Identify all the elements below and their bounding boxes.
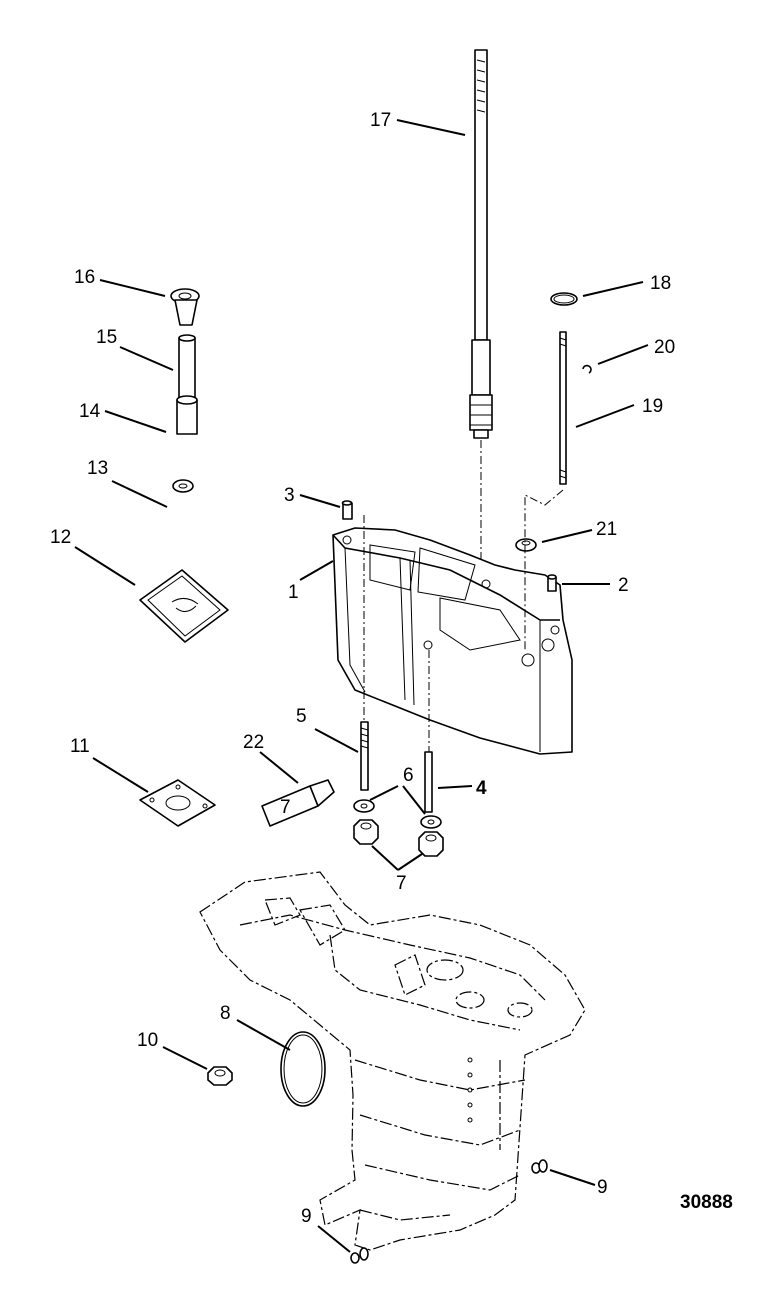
callout-13: 13 xyxy=(87,458,108,479)
callout-19: 19 xyxy=(642,396,663,417)
stud-4 xyxy=(424,751,433,813)
leader-3 xyxy=(299,494,341,508)
shift-shaft-bushing xyxy=(515,538,537,552)
washer-left xyxy=(353,799,375,813)
callout-8: 8 xyxy=(220,1003,231,1024)
callout-20: 20 xyxy=(654,337,675,358)
leader-16 xyxy=(99,279,166,297)
nut-right xyxy=(418,831,444,857)
leader-6a xyxy=(369,785,399,801)
water-tube-bushing xyxy=(176,395,198,435)
leader-7b xyxy=(397,853,423,871)
leader-21 xyxy=(541,529,593,543)
leader-1 xyxy=(299,560,334,581)
leader-7a xyxy=(371,845,399,871)
nut-left xyxy=(353,819,379,845)
callouts: 17 16 15 14 13 12 3 1 18 20 19 21 2 5 22… xyxy=(50,110,675,1227)
leader-20 xyxy=(597,344,649,365)
callout-17: 17 xyxy=(370,110,391,131)
gasket xyxy=(139,779,216,827)
drain-plug-bottom xyxy=(350,1247,369,1264)
shift-shaft-oring xyxy=(550,292,578,306)
leader-4 xyxy=(437,785,473,789)
leader-18 xyxy=(582,281,644,297)
leader-12 xyxy=(74,546,136,586)
leader-17 xyxy=(396,119,466,136)
callout-2: 2 xyxy=(618,575,629,596)
water-tube-seal xyxy=(170,288,200,326)
callout-9-right: 9 xyxy=(597,1177,608,1198)
leader-13 xyxy=(111,480,168,508)
leader-19 xyxy=(575,404,635,428)
stud-5 xyxy=(360,721,369,791)
sealant-tube-label: 7 xyxy=(280,797,291,818)
o-ring xyxy=(280,1031,326,1107)
leader-11 xyxy=(92,757,149,793)
drawing-number: 30888 xyxy=(680,1192,733,1213)
leader-15 xyxy=(119,346,174,371)
driveshaft-housing xyxy=(332,527,573,755)
leader-10 xyxy=(162,1046,208,1070)
callout-22: 22 xyxy=(243,732,264,753)
locknut xyxy=(207,1066,233,1086)
sealant-tube: 7 xyxy=(261,779,335,827)
callout-7: 7 xyxy=(396,873,407,894)
callout-11: 11 xyxy=(70,736,90,757)
callout-10: 10 xyxy=(137,1030,158,1051)
leader-9-bottom xyxy=(317,1225,351,1253)
callout-15: 15 xyxy=(96,327,117,348)
callout-5: 5 xyxy=(296,706,307,727)
shift-shaft xyxy=(559,331,567,485)
e-ring xyxy=(582,364,592,374)
callout-12: 12 xyxy=(50,527,71,548)
pump-plate xyxy=(139,569,229,643)
washer-right xyxy=(420,815,442,829)
leader-6b xyxy=(402,785,426,815)
leader-8 xyxy=(236,1019,291,1051)
leader-14 xyxy=(104,410,167,433)
dowel-pin-3 xyxy=(341,500,353,520)
callout-3: 3 xyxy=(284,485,295,506)
shift-shaft-centerline xyxy=(524,489,564,650)
callout-4: 4 xyxy=(476,778,487,799)
callout-21: 21 xyxy=(596,519,617,540)
gear-housing-phantom xyxy=(199,871,586,1251)
leader-9-right xyxy=(549,1169,596,1186)
driveshaft xyxy=(469,49,493,439)
drain-plug-right xyxy=(531,1159,548,1174)
callout-1: 1 xyxy=(288,582,299,603)
leader-lines xyxy=(74,119,649,1253)
callout-9-bottom: 9 xyxy=(301,1206,312,1227)
callout-16: 16 xyxy=(74,267,95,288)
leader-5 xyxy=(314,728,359,753)
callout-18: 18 xyxy=(650,273,671,294)
callout-14: 14 xyxy=(79,401,101,422)
callout-6: 6 xyxy=(403,765,414,786)
water-tube-grommet xyxy=(172,479,194,493)
dowel-pin-2 xyxy=(547,574,557,592)
leader-22 xyxy=(259,751,299,784)
